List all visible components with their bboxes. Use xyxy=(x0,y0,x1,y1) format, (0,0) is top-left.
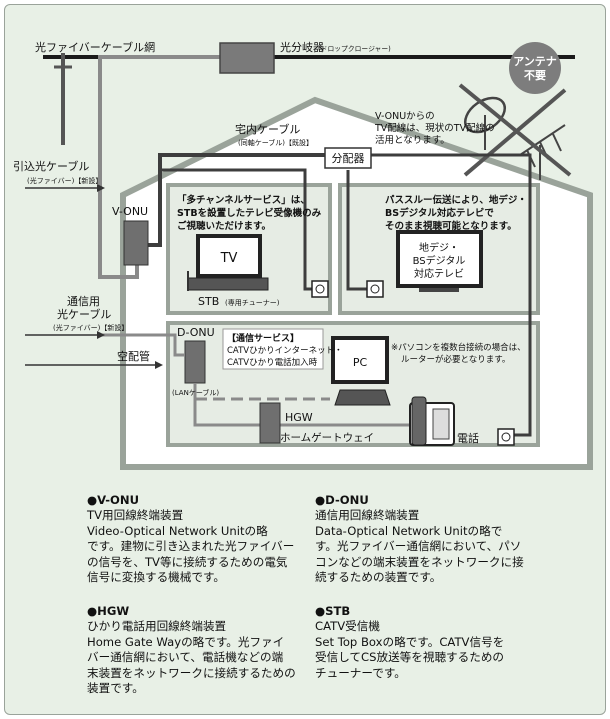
note-subheading: 通信用回線終端装置 xyxy=(315,508,420,523)
note-heading: ●V-ONU xyxy=(87,493,140,507)
hgw-device[interactable] xyxy=(259,402,281,444)
label-splitter-sub: (ドロップクロージャー) xyxy=(318,45,391,53)
svg-text:不要: 不要 xyxy=(524,69,546,82)
note-subheading: ひかり電話用回線終端装置 xyxy=(87,619,227,634)
label-comm-service-2: CATVひかり電話加入時 xyxy=(227,357,318,368)
label-vonu-note-1: V-ONUからの xyxy=(375,111,435,122)
telephone-icon[interactable] xyxy=(409,396,455,446)
splitter-box[interactable] xyxy=(219,42,275,74)
lan-cable-to-hgw xyxy=(193,383,260,427)
label-d-onu: D-ONU xyxy=(177,326,215,339)
pc-computer[interactable]: PC xyxy=(331,336,391,406)
label-multi-channel-1: 「多チャンネルサービス」は、 xyxy=(177,194,310,206)
coax-to-digital-tv xyxy=(346,170,373,291)
label-home-gateway: ホームゲートウェイ xyxy=(280,432,374,444)
label-lan-cable: (LANケーブル) xyxy=(172,388,219,397)
label-air-duct: 空配管 xyxy=(117,349,150,363)
label-passthrough-1: パススルー伝送により、地デジ・ xyxy=(385,194,527,206)
svg-text:PC: PC xyxy=(353,356,368,369)
note-heading: ●HGW xyxy=(87,604,130,618)
label-indoor-cable-sub: (同軸ケーブル)【既設】 xyxy=(238,138,313,147)
note-d-onu: ●D-ONU 通信用回線終端装置 Data-Optical Network Un… xyxy=(315,493,570,585)
label-pc-note-1: ※パソコンを複数台接続の場合は、 xyxy=(391,342,526,353)
note-heading: ●STB xyxy=(315,604,351,618)
label-comm-service-title: 【通信サービス】 xyxy=(227,332,299,344)
diagram-frame: アンテナ 不要 分配器 TV 地デジ・ BSデジタル 対応テレビ PC xyxy=(4,4,606,715)
note-subheading: CATV受信機 xyxy=(315,619,380,634)
note-line: 末装置をネットワークに接続するための xyxy=(87,665,296,680)
note-heading: ●D-ONU xyxy=(315,493,369,507)
coax-to-phone-outlet xyxy=(370,153,532,437)
stb-device[interactable] xyxy=(187,277,269,291)
note-line: チューナーです。 xyxy=(315,665,406,680)
tv-set[interactable] xyxy=(196,234,262,278)
note-line: の信号を、TV等に接続するための電気 xyxy=(87,554,288,569)
note-line: Data-Optical Network Unitの略で xyxy=(315,523,503,538)
label-multi-channel-3: ご視聴いただけます。 xyxy=(177,220,271,232)
note-line: 続するための装置です。 xyxy=(315,570,442,585)
label-fiber-network: 光ファイバーケーブル網 xyxy=(35,40,155,54)
lead-in-fiber xyxy=(98,55,220,279)
note-line: Set Top Boxの略です。CATV信号を xyxy=(315,634,505,649)
svg-text:アンテナ: アンテナ xyxy=(513,55,557,68)
antenna-crossed-icon xyxy=(458,83,572,180)
note-line: 信号に変換する機械です。 xyxy=(87,570,225,585)
v-onu-device[interactable] xyxy=(123,220,149,266)
note-v-onu: ●V-ONU TV用回線終端装置 Video-Optical Network U… xyxy=(87,493,342,585)
label-lead-in-sub: (光ファイバー)【新設】 xyxy=(27,176,102,185)
label-comm-cable-sub: (光ファイバー)【新設】 xyxy=(53,323,128,332)
label-vonu-note-2: TV配線は、現状のTV配線の xyxy=(374,122,495,134)
label-pc-note-2: ルーターが必要となります。 xyxy=(401,354,510,365)
indoor-coax-main xyxy=(148,153,335,247)
label-phone: 電話 xyxy=(457,431,479,445)
comm-service-box xyxy=(222,328,324,370)
label-stb-sub: (専用チューナー) xyxy=(225,298,280,307)
label-comm-cable-2: 光ケーブル xyxy=(57,307,111,321)
svg-text:分配器: 分配器 xyxy=(332,152,365,165)
distributor-box[interactable] xyxy=(324,147,372,169)
comm-fiber-cable xyxy=(97,333,185,357)
note-line: Video-Optical Network Unitの略 xyxy=(87,523,268,538)
svg-text:TV: TV xyxy=(220,251,238,266)
label-passthrough-3: そのまま視聴可能となります。 xyxy=(385,220,517,232)
note-line: す。光ファイバー通信網において、パソ xyxy=(315,539,522,554)
note-line: 装置です。 xyxy=(87,681,144,696)
glossary-notes: ●V-ONU TV用回線終端装置 Video-Optical Network U… xyxy=(5,485,605,714)
svg-text:対応テレビ: 対応テレビ xyxy=(414,267,464,280)
digital-tv-set[interactable] xyxy=(396,230,483,288)
digital-tv-outlet[interactable] xyxy=(366,280,384,298)
label-vonu-note-3: 活用となります。 xyxy=(375,134,450,146)
label-multi-channel-2: STBを設置したテレビ受像機のみ xyxy=(177,207,322,219)
note-stb: ●STB CATV受信機 Set Top Boxの略です。CATV信号を 受信し… xyxy=(315,604,570,681)
note-line: バー通信網において、電話機などの端 xyxy=(87,650,284,665)
note-line: コンなどの端末装置をネットワークに接 xyxy=(315,554,524,569)
label-v-onu: V-ONU xyxy=(112,205,148,218)
label-indoor-cable: 宅内ケーブル xyxy=(235,122,300,136)
svg-text:BSデジタル: BSデジタル xyxy=(413,254,466,267)
label-comm-cable-1: 通信用 xyxy=(67,295,100,308)
note-line: Home Gate Wayの略です。光ファイ xyxy=(87,634,285,649)
note-line: です。建物に引き込まれた光ファイバー xyxy=(87,539,295,554)
note-line: 受信してCS放送等を視聴するための xyxy=(315,650,505,665)
label-splitter: 光分岐器 xyxy=(280,40,324,54)
svg-text:地デジ・: 地デジ・ xyxy=(419,241,459,254)
label-lead-in: 引込光ケーブル xyxy=(13,159,89,173)
label-comm-service-1: CATVひかりインターネット・ xyxy=(227,346,343,356)
d-onu-device[interactable] xyxy=(184,340,206,384)
tv-outlet[interactable] xyxy=(311,280,329,298)
phone-outlet[interactable] xyxy=(497,428,515,446)
label-stb: STB xyxy=(198,295,219,308)
label-passthrough-2: BSデジタル対応テレビで xyxy=(385,207,494,219)
antenna-badge xyxy=(509,42,561,94)
network-diagram: アンテナ 不要 分配器 TV 地デジ・ BSデジタル 対応テレビ PC xyxy=(13,40,593,470)
note-hgw: ●HGW ひかり電話用回線終端装置 Home Gate Wayの略です。光ファイ… xyxy=(87,604,342,696)
label-hgw: HGW xyxy=(285,411,313,424)
note-subheading: TV用回線終端装置 xyxy=(87,508,184,523)
